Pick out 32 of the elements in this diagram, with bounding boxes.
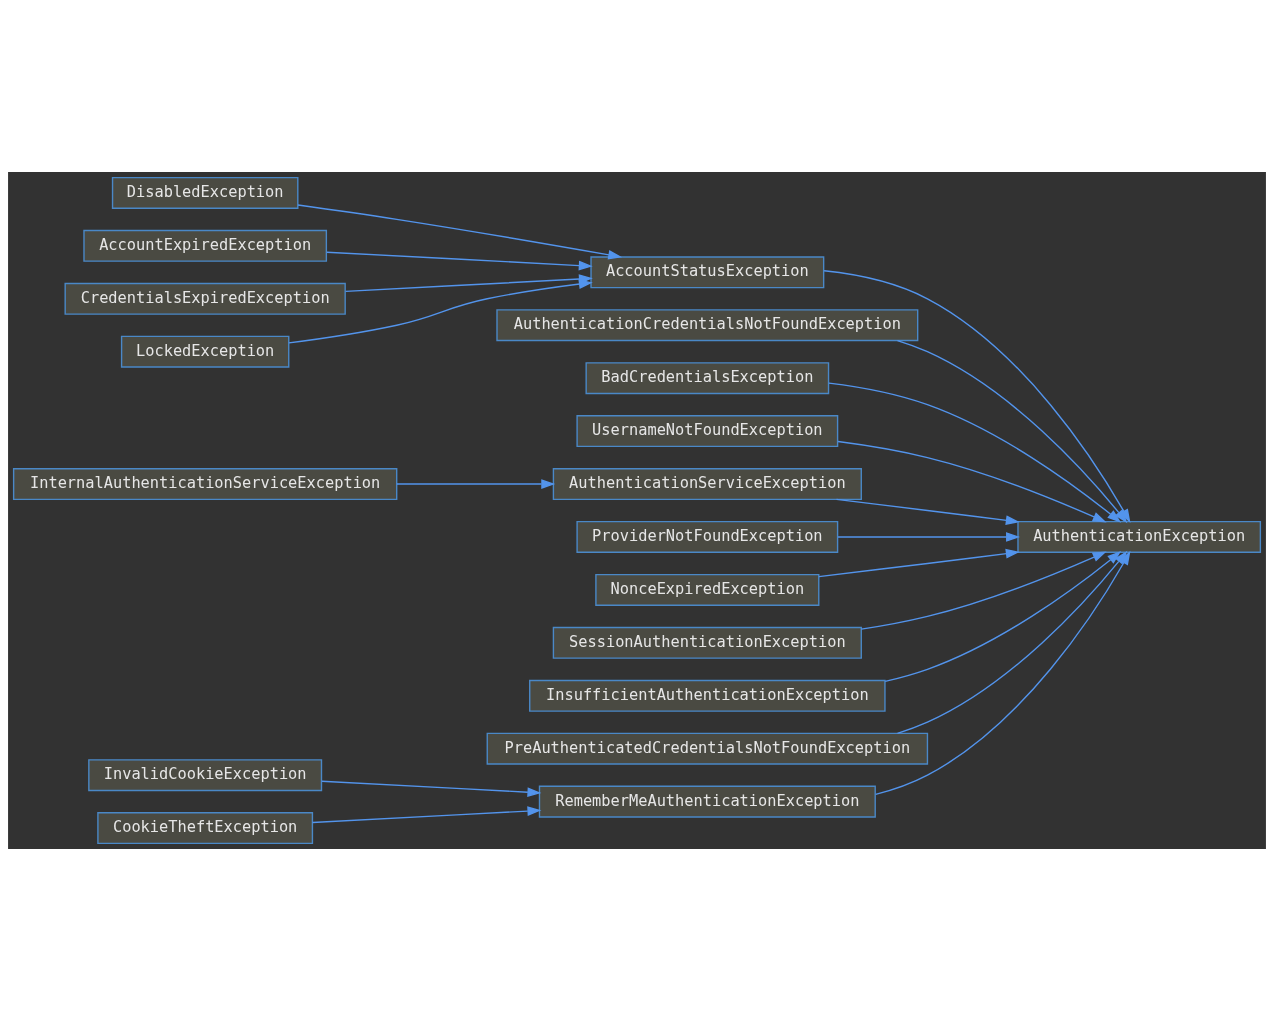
- node-box: PreAuthenticatedCredentialsNotFoundException: [486, 732, 929, 765]
- arrow: [288, 278, 593, 344]
- node-box: AuthenticationException: [1017, 520, 1262, 553]
- node-box: AuthenticationServiceException: [552, 467, 862, 500]
- arrow: [311, 805, 542, 823]
- arrow: [837, 531, 1020, 542]
- node-box: BadCredentialsException: [585, 361, 830, 394]
- arrow: [326, 251, 593, 270]
- arrow: [396, 478, 556, 489]
- node-box: AuthenticationCredentialsNotFoundException: [496, 308, 919, 341]
- arrow: [837, 440, 1107, 522]
- node-box: NonceExpiredException: [595, 573, 820, 606]
- node-box: UsernameNotFoundException: [576, 414, 839, 447]
- arrow: [835, 498, 1020, 525]
- arrow: [321, 780, 542, 797]
- node-box: ProviderNotFoundException: [576, 520, 839, 553]
- arrow: [828, 381, 1122, 523]
- node-box: SessionAuthenticationException: [552, 626, 862, 659]
- arrow: [884, 550, 1122, 682]
- node-box: AccountExpiredException: [83, 229, 328, 262]
- node-box: CredentialsExpiredException: [64, 282, 346, 315]
- node-box: LockedException: [120, 335, 290, 368]
- arrow: [860, 550, 1107, 630]
- node-box: RememberMeAuthenticationException: [538, 785, 876, 818]
- node-box: InternalAuthenticationServiceException: [12, 467, 398, 500]
- node-box: AccountStatusException: [590, 255, 825, 288]
- node-box: InsufficientAuthenticationException: [529, 679, 886, 712]
- arrow: [818, 548, 1020, 577]
- node-box: CookieTheftException: [97, 811, 314, 844]
- node-box: DisabledException: [111, 176, 299, 209]
- arrow: [297, 203, 623, 260]
- node-box: InvalidCookieException: [88, 758, 323, 791]
